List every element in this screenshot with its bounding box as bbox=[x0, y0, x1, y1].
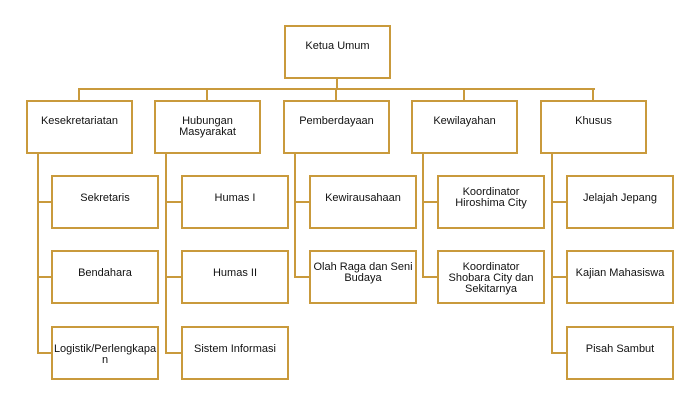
node-label: Jelajah Jepang bbox=[582, 192, 657, 204]
connector-child bbox=[422, 201, 437, 203]
node-division: Kesekretariatan bbox=[26, 100, 133, 154]
connector-vertical bbox=[422, 153, 424, 277]
node-child: Kewirausahaan bbox=[309, 175, 417, 229]
node-label: Khusus bbox=[575, 115, 612, 127]
connector-root bbox=[336, 78, 338, 90]
connector-child bbox=[422, 276, 437, 278]
node-label: Humas II bbox=[212, 267, 257, 279]
node-child: Koordinator Shobara City dan Sekitarnya bbox=[437, 250, 545, 304]
node-child: Koordinator Hiroshima City bbox=[437, 175, 545, 229]
connector-vertical bbox=[294, 153, 296, 277]
node-child: Bendahara bbox=[51, 250, 159, 304]
node-label: Sekretaris bbox=[80, 192, 130, 204]
node-label: Hubungan Masyarakat bbox=[179, 115, 236, 138]
connector-child bbox=[37, 352, 51, 354]
node-label: Olah Raga dan Seni Budaya bbox=[313, 261, 413, 284]
node-label: Pemberdayaan bbox=[299, 115, 374, 127]
connector-child bbox=[165, 201, 181, 203]
connector-child bbox=[37, 201, 51, 203]
node-child: Kajian Mahasiswa bbox=[566, 250, 674, 304]
node-child: Jelajah Jepang bbox=[566, 175, 674, 229]
connector-vertical bbox=[37, 153, 39, 353]
connector-child bbox=[165, 276, 181, 278]
connector-child bbox=[551, 201, 566, 203]
node-child: Sistem Informasi bbox=[181, 326, 289, 380]
connector-division bbox=[592, 89, 594, 101]
node-division: Khusus bbox=[540, 100, 647, 154]
connector-division bbox=[335, 89, 337, 101]
node-child: Olah Raga dan Seni Budaya bbox=[309, 250, 417, 304]
connector-child bbox=[294, 201, 309, 203]
connector-child bbox=[551, 352, 566, 354]
node-label: Humas I bbox=[214, 192, 256, 204]
connector-division bbox=[206, 89, 208, 101]
node-label: Kewirausahaan bbox=[325, 192, 401, 204]
node-label: Koordinator Shobara City dan Sekitarnya bbox=[448, 261, 534, 295]
connector-child bbox=[551, 276, 566, 278]
node-ketua-umum: Ketua Umum bbox=[284, 25, 391, 79]
connector-child bbox=[294, 276, 309, 278]
node-label: Bendahara bbox=[78, 267, 132, 279]
node-label: Ketua Umum bbox=[305, 40, 370, 52]
node-label: Kewilayahan bbox=[433, 115, 496, 127]
node-label: Sistem Informasi bbox=[194, 343, 276, 355]
node-label: Kesekretariatan bbox=[40, 115, 119, 127]
node-child: Logistik/Perlengkapa n bbox=[51, 326, 159, 380]
connector-division bbox=[78, 89, 80, 101]
node-child: Pisah Sambut bbox=[566, 326, 674, 380]
node-child: Humas II bbox=[181, 250, 289, 304]
node-division: Pemberdayaan bbox=[283, 100, 390, 154]
connector-child bbox=[165, 352, 181, 354]
node-label: Kajian Mahasiswa bbox=[575, 267, 665, 279]
node-child: Sekretaris bbox=[51, 175, 159, 229]
connector-child bbox=[37, 276, 51, 278]
connector-division bbox=[463, 89, 465, 101]
node-child: Humas I bbox=[181, 175, 289, 229]
node-label: Logistik/Perlengkapa n bbox=[53, 343, 157, 366]
node-label: Pisah Sambut bbox=[585, 343, 655, 355]
node-division: Kewilayahan bbox=[411, 100, 518, 154]
node-division: Hubungan Masyarakat bbox=[154, 100, 261, 154]
node-label: Koordinator Hiroshima City bbox=[455, 186, 527, 209]
connector-vertical bbox=[551, 153, 553, 353]
connector-vertical bbox=[165, 153, 167, 353]
